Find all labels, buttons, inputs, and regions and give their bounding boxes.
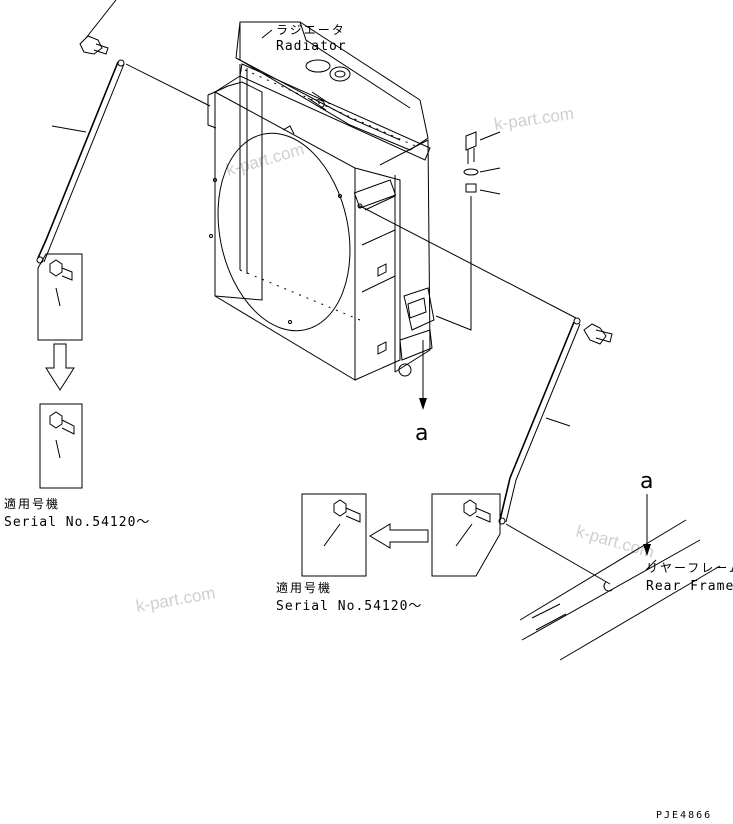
watermark: k-part.com (224, 139, 306, 179)
detail-box-left-upper (37, 253, 83, 341)
callout-a-lower: a (640, 469, 653, 556)
watermark: k-part.com (134, 583, 216, 616)
svg-text:a: a (415, 421, 428, 446)
watermark: k-part.com (574, 522, 656, 562)
rear-frame (519, 519, 721, 661)
rear-frame-label-en: Rear Frame (646, 579, 733, 594)
radiator-leader-line (261, 29, 273, 39)
svg-text:a: a (640, 469, 653, 494)
arrow-down-left (45, 343, 75, 391)
radiator-label-en: Radiator (276, 39, 347, 54)
drawing-code: PJE4866 (656, 810, 712, 821)
callout-a-upper: a (415, 340, 428, 446)
detail-box-left-lower (39, 403, 83, 489)
left-stay-rod (36, 0, 211, 264)
serial-label-jp-left: 適用号機 (4, 496, 60, 511)
arrow-left (369, 523, 429, 549)
right-stay-rod (498, 317, 613, 585)
detail-box-right-new (301, 493, 367, 577)
serial-label-jp-right: 適用号機 (276, 580, 332, 595)
watermark: k-part.com (493, 104, 575, 134)
serial-label-en-right: Serial No.54120～ (276, 599, 422, 614)
detail-box-right-old (431, 493, 501, 577)
serial-label-en-left: Serial No.54120～ (4, 515, 150, 530)
tie-line-right (359, 205, 577, 319)
radiator-label-jp: ラジエータ (276, 23, 346, 37)
rear-frame-label-jp: リヤーフレーム (646, 561, 733, 575)
bolt-stack (435, 131, 501, 331)
radiator-assembly (207, 21, 435, 381)
